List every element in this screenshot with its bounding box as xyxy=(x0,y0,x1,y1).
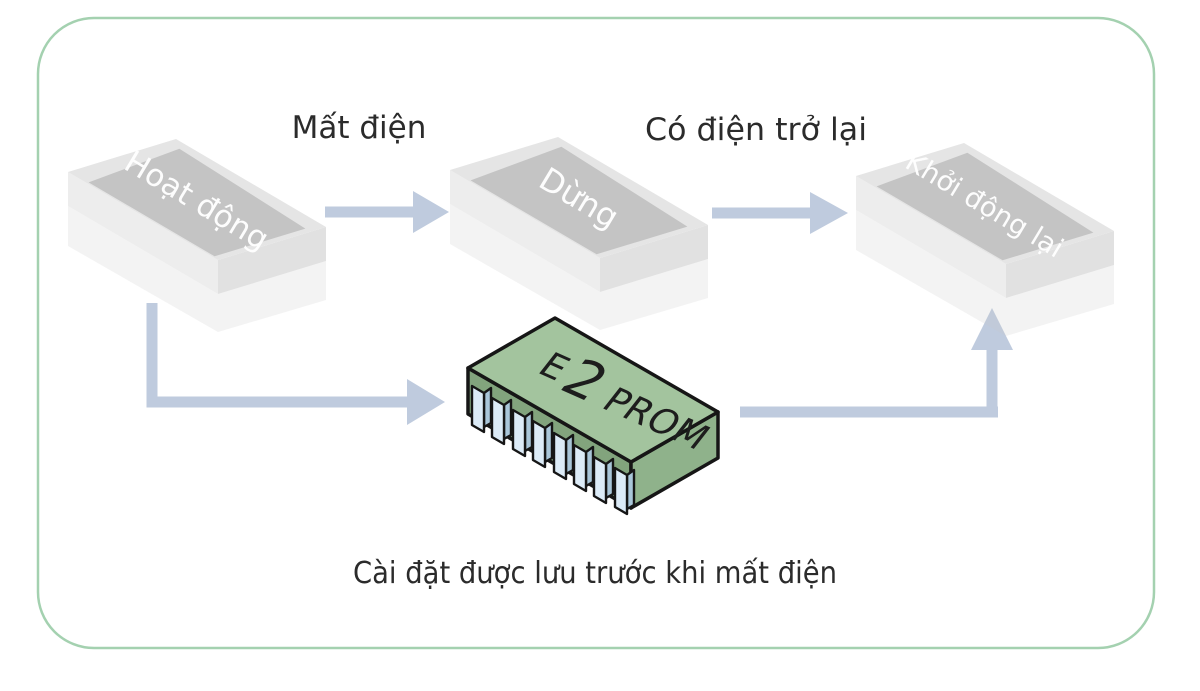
chip-pin-2 xyxy=(490,396,513,446)
chip-pin-4 xyxy=(531,419,554,469)
chip-pin-8 xyxy=(613,466,636,516)
chip-pin-5 xyxy=(552,431,575,481)
arrow-mat-dien-shaft xyxy=(325,206,415,218)
connector-from-chip-horizontal xyxy=(740,406,998,418)
connector-to-chip-horizontal xyxy=(146,396,409,408)
state-box-hoat-dong xyxy=(68,139,326,332)
connector-to-chip xyxy=(146,303,445,425)
arrow-co-dien-tro-lai xyxy=(712,192,848,234)
state-box-dung xyxy=(450,137,708,330)
state-box-khoi-dong-lai xyxy=(856,143,1114,336)
connector-from-chip-vertical xyxy=(986,346,998,418)
chip-top-face xyxy=(466,316,720,464)
connector-to-chip-vertical xyxy=(146,303,158,408)
chip-pin-3 xyxy=(511,408,534,458)
arrow-co-dien-tro-lai-shaft xyxy=(712,207,812,219)
transition-label-co-dien-tro-lai: Có điện trở lại xyxy=(645,112,867,148)
eeprom-chip: E 2 PROM xyxy=(466,316,720,516)
arrow-co-dien-tro-lai-head-icon xyxy=(810,192,848,234)
connector-from-chip-arrowhead-icon xyxy=(971,308,1013,350)
frame-border xyxy=(36,16,1156,650)
transition-label-mat-dien: Mất điện xyxy=(292,110,427,146)
chip-pin-7 xyxy=(592,455,615,505)
caption-text: Cài đặt được lưu trước khi mất điện xyxy=(353,556,837,591)
chip-pin-1 xyxy=(470,384,493,434)
connector-from-chip xyxy=(740,308,1013,418)
arrow-mat-dien-head-icon xyxy=(413,191,449,233)
chip-pin-6 xyxy=(572,443,595,493)
connector-to-chip-arrowhead-icon xyxy=(407,379,445,425)
arrow-mat-dien xyxy=(325,191,449,233)
